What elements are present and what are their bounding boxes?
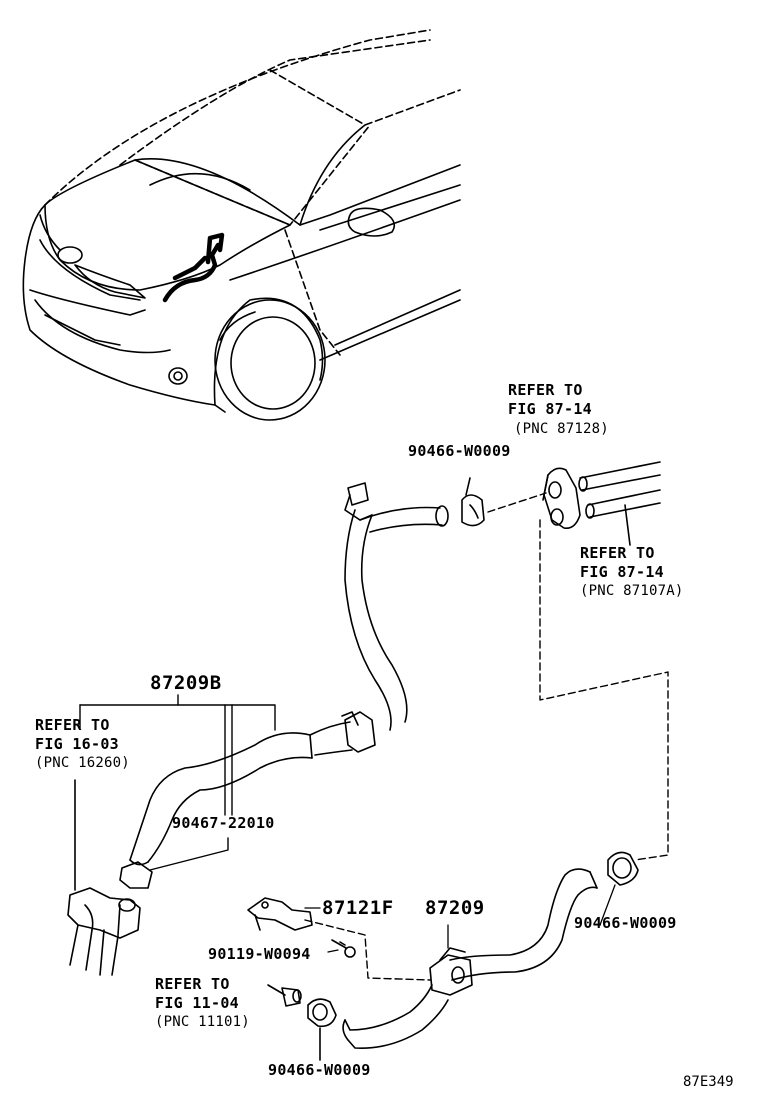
leader-lines xyxy=(304,884,616,953)
ref-87107A-pnc: (PNC 87107A) xyxy=(580,583,684,599)
ref-16260-pnc: (PNC 16260) xyxy=(35,755,130,771)
ref-87128-line1: REFER TO xyxy=(508,381,583,399)
bolt-90119-W0094 xyxy=(331,939,356,958)
part-90467-22010: 90467-22010 xyxy=(172,814,275,832)
vehicle-outline xyxy=(22,29,461,421)
ref-11101-line2: FIG 11-04 xyxy=(155,994,239,1012)
clamp-90466-top xyxy=(461,477,485,527)
ref-11101-pnc: (PNC 11101) xyxy=(155,1014,250,1030)
part-87209B: 87209B xyxy=(150,672,222,694)
part-87121F: 87121F xyxy=(322,897,394,919)
ref-16260-line1: REFER TO xyxy=(35,716,110,734)
part-90466-W0009-bottom: 90466-W0009 xyxy=(268,1061,371,1079)
part-90466-W0009-right: 90466-W0009 xyxy=(574,914,677,932)
tube-11101 xyxy=(267,984,302,1007)
ref-87107A-line1: REFER TO xyxy=(580,544,655,562)
callout-87209B xyxy=(79,694,276,871)
dashed-connector-upper xyxy=(487,492,669,861)
ref-16260-line2: FIG 16-03 xyxy=(35,735,119,753)
clamp-90466-bottom xyxy=(307,998,337,1061)
pipes-87107A xyxy=(578,461,661,546)
pipe-assembly-16260 xyxy=(67,779,141,976)
part-87209: 87209 xyxy=(425,897,485,919)
bracket-87121F xyxy=(247,897,313,931)
ref-87107A-line2: FIG 87-14 xyxy=(580,563,664,581)
ref-87128-pnc: (PNC 87128) xyxy=(514,421,609,437)
dashed-connector-lower xyxy=(304,919,431,981)
ref-87128-line2: FIG 87-14 xyxy=(508,400,592,418)
grommet-87128 xyxy=(542,467,581,530)
ref-11101-line1: REFER TO xyxy=(155,975,230,993)
hose-87209 xyxy=(342,868,598,1049)
clamp-90466-right xyxy=(607,851,639,886)
hose-87209B xyxy=(119,482,449,889)
diagram-code: 87E349 xyxy=(683,1074,734,1090)
hose-location-highlight xyxy=(162,232,225,303)
part-90466-W0009-top: 90466-W0009 xyxy=(408,442,511,460)
part-90119-W0094: 90119-W0094 xyxy=(208,945,311,963)
